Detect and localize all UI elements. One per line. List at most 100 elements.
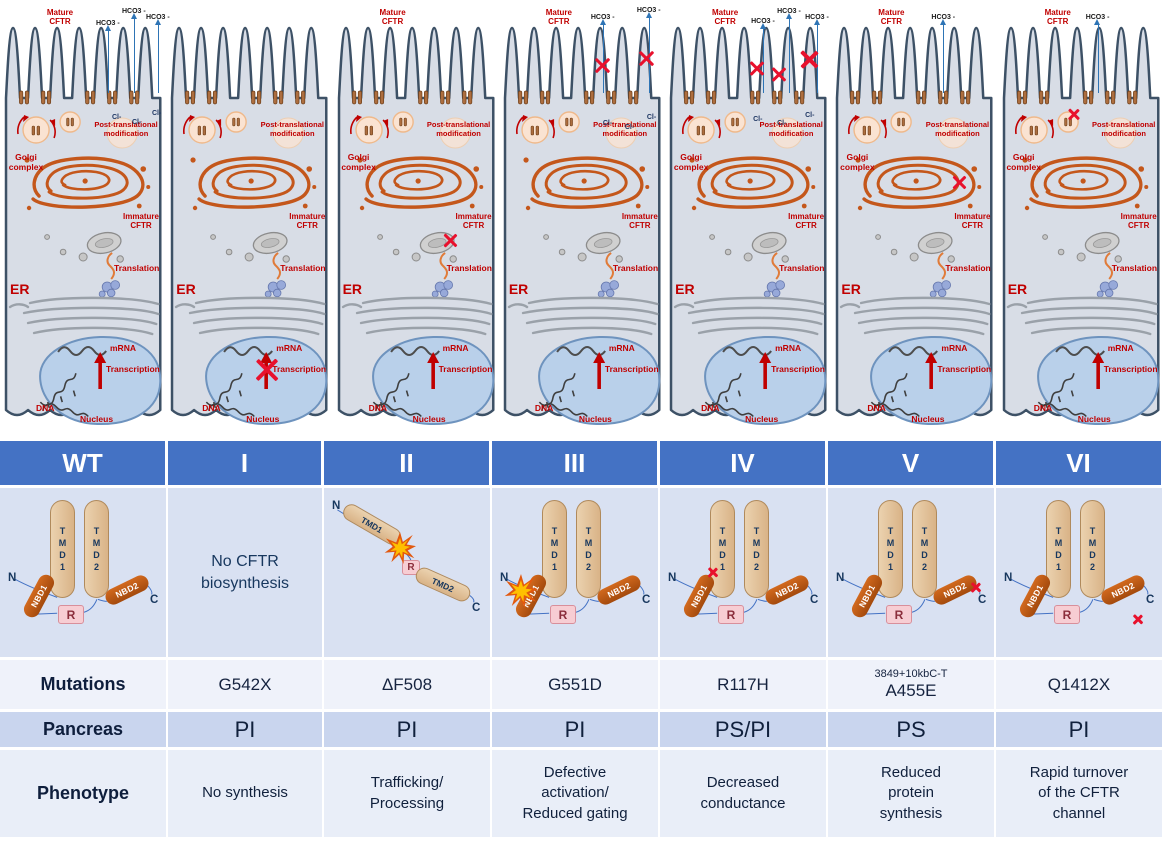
n-terminus-label: N	[8, 572, 17, 584]
pancreas-cell-class-5: PS	[828, 709, 996, 747]
cell-panel-class-5: Mature CFTR Post-translational modificat…	[831, 2, 997, 437]
phenotype-row-label-cell: Phenotype	[0, 747, 168, 837]
hco3-label: HCO3 -	[637, 7, 661, 93]
immature-cftr-label: Immature CFTR	[788, 212, 825, 231]
mrna-label: mRNA	[1107, 343, 1134, 353]
post-translational-modification-label: Post-translational modification	[260, 120, 324, 138]
r-domain: R	[1054, 605, 1080, 624]
c-terminus-label: C	[472, 602, 481, 614]
n-terminus-label: N	[668, 572, 677, 584]
c-terminus-label: C	[1146, 594, 1155, 606]
translation-label: Translation	[1111, 263, 1158, 273]
mutation-value: Q1412X	[1047, 674, 1111, 694]
chloride-label: Cl-	[602, 120, 613, 127]
nucleus-label: Nucleus	[745, 414, 779, 424]
c-terminus-label: C	[810, 594, 819, 606]
golgi-complex-label: Golgi complex	[673, 152, 709, 173]
blocked-step-x-icon	[1067, 108, 1080, 121]
er-label: ER	[675, 281, 695, 297]
r-domain: R	[58, 605, 84, 624]
hco3-label: HCO3 -	[931, 14, 955, 93]
secretion-arrow-icon	[940, 19, 947, 93]
post-translational-modification-label: Post-translational modification	[759, 120, 823, 138]
chloride-label: Cl-	[777, 120, 787, 127]
phenotype-row-label: Phenotype	[36, 783, 129, 803]
er-label: ER	[508, 281, 529, 297]
chloride-label: Cl-	[805, 112, 815, 119]
translation-label: Translation	[945, 263, 991, 273]
er-label: ER	[841, 281, 861, 297]
post-translational-modification-label: Post-translational modification	[94, 120, 158, 138]
mutation-cell-class-4: R117H	[660, 657, 828, 709]
blocked-step-x-icon	[799, 50, 820, 71]
translation-label: Translation	[612, 263, 659, 273]
translation-label: Translation	[280, 263, 326, 273]
phenotype-cell-class-4: Decreased conductance	[660, 747, 828, 837]
column-header-class-4: IV	[660, 441, 828, 485]
domain-connectors	[15, 579, 153, 615]
column-header-class-5: V	[828, 441, 996, 485]
mature-cftr-label: Mature CFTR	[1044, 8, 1071, 27]
r-domain: R	[550, 605, 576, 624]
column-header-class-2: II	[324, 441, 492, 485]
blocked-step-x-icon	[254, 357, 280, 383]
blocked-step-x-icon	[951, 174, 967, 190]
column-header-class-1: I	[168, 441, 324, 485]
mutation-x-icon	[970, 582, 981, 593]
cftr-protein-diagram: N TMD1 TMD2 NBD1 R NBD2 C	[996, 488, 1162, 657]
n-terminus-label: N	[836, 572, 845, 584]
transcription-label: Transcription	[1103, 364, 1158, 374]
pancreas-cell-class-4: PS/PI	[660, 709, 828, 747]
pancreas-cell-class-3: PI	[492, 709, 660, 747]
protein-cell-class-2: N TMD1 R TMD2 C	[324, 485, 492, 657]
translation-label: Translation	[446, 263, 492, 273]
chloride-label: Cl-	[753, 116, 763, 123]
transcription-label: Transcription	[106, 364, 160, 374]
protein-cell-class-5: N TMD1 TMD2 NBD1 R NBD2 C	[828, 485, 996, 657]
chloride-label: Cl-	[112, 114, 122, 121]
nucleus-label: Nucleus	[911, 414, 945, 424]
immature-cftr-label: Immature CFTR	[1120, 212, 1157, 231]
cell-panel-wt: Mature CFTR Post-translational modificat…	[0, 2, 170, 437]
dna-label: DNA	[701, 403, 720, 413]
transcription-label: Transcription	[937, 364, 992, 374]
er-label: ER	[342, 281, 363, 297]
mature-cftr-label: Mature CFTR	[46, 8, 74, 27]
er-label: ER	[10, 281, 30, 297]
tmd2-domain: TMD2	[84, 500, 109, 598]
protein-cell-class-1: No CFTR biosynthesis	[168, 485, 324, 657]
chloride-label: Cl-	[646, 114, 657, 121]
protein-cell-class-4: N TMD1 TMD2 NBD1 R NBD2 C	[660, 485, 828, 657]
chloride-label: Cl-	[152, 110, 162, 117]
secretion-arrow-icon	[104, 25, 111, 93]
mutations-row-label: Mutations	[40, 674, 126, 694]
mature-cftr-label: Mature CFTR	[712, 8, 739, 27]
chloride-label: Cl-	[132, 119, 142, 126]
mrna-label: mRNA	[442, 343, 469, 353]
mrna-label: mRNA	[941, 343, 968, 353]
blocked-step-x-icon	[638, 50, 656, 68]
pancreas-cell-class-6: PI	[996, 709, 1164, 747]
mrna-label: mRNA	[775, 343, 802, 353]
phenotype-cell-class-1: No synthesis	[168, 747, 324, 837]
column-header-wt: WT	[0, 441, 168, 485]
post-translational-modification-label: Post-translational modification	[1092, 120, 1156, 138]
mutation-value: ΔF508	[381, 674, 433, 694]
protein-cell-class-6: N TMD1 TMD2 NBD1 R NBD2 C	[996, 485, 1164, 657]
hco3-label: HCO3 -	[777, 8, 801, 93]
cftr-protein-diagram: N TMD1 TMD2 NBD1 R NBD2 C	[828, 488, 994, 657]
r-domain: R	[886, 605, 912, 624]
tmd2-domain: TMD2	[744, 500, 769, 598]
mature-cftr-label: Mature CFTR	[379, 8, 406, 27]
tmd2-domain: TMD2	[1080, 500, 1105, 598]
immature-cftr-label: Immature CFTR	[289, 212, 326, 231]
golgi-complex-label: Golgi complex	[840, 152, 875, 173]
dna-label: DNA	[534, 403, 554, 413]
mrna-label: mRNA	[608, 343, 635, 353]
secretion-arrow-icon	[1094, 19, 1101, 93]
immature-cftr-label: Immature CFTR	[455, 212, 492, 231]
post-translational-modification-label: Post-translational modification	[426, 120, 491, 138]
chloride-label: Cl-	[624, 124, 635, 131]
pancreas-cell-class-2: PI	[324, 709, 492, 747]
